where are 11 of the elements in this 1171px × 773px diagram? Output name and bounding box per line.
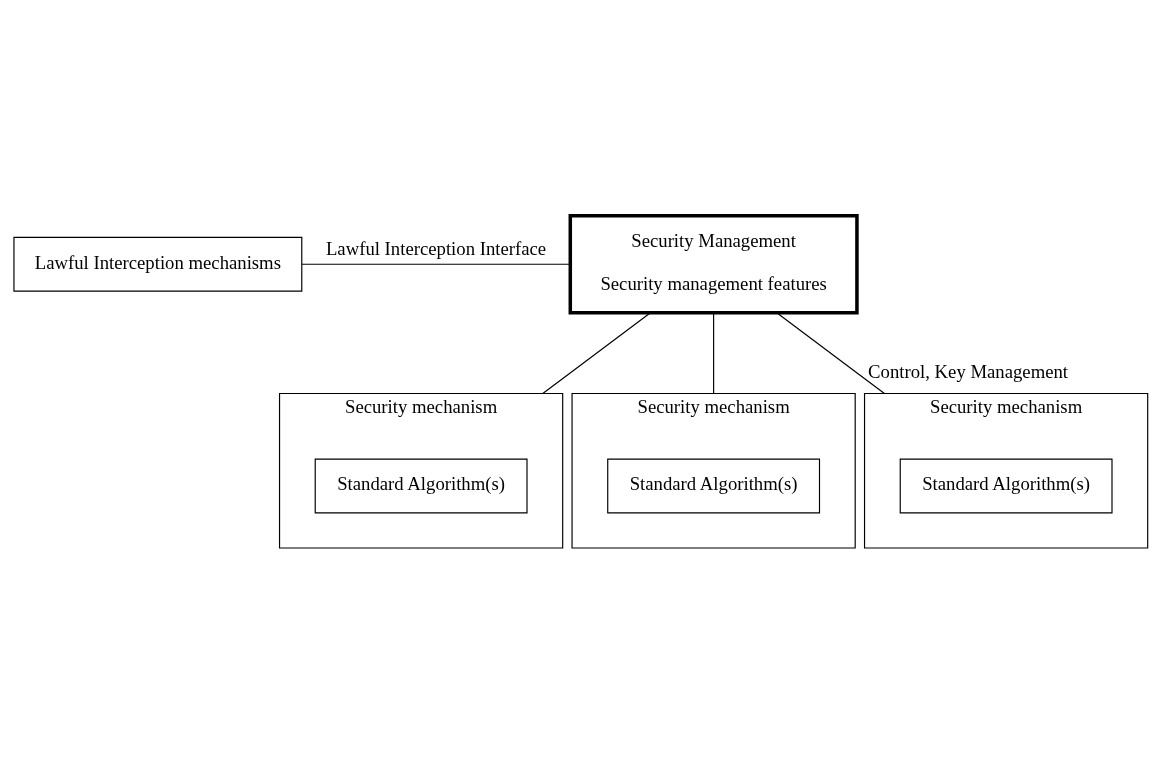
node-box: Standard Algorithm(s) <box>607 458 821 514</box>
connector <box>713 312 715 395</box>
node-box: Standard Algorithm(s) <box>314 458 528 514</box>
node-box: Standard Algorithm(s) <box>899 458 1113 514</box>
connector <box>776 312 886 395</box>
node-box: Security Management Security management features <box>568 213 859 315</box>
connector <box>301 263 571 265</box>
edge-label: Control, Key Management <box>868 361 1069 383</box>
edge-label: Lawful Interception Interface <box>325 237 547 259</box>
node-box: Lawful Interception mechanisms <box>13 236 303 292</box>
connector <box>542 312 651 395</box>
